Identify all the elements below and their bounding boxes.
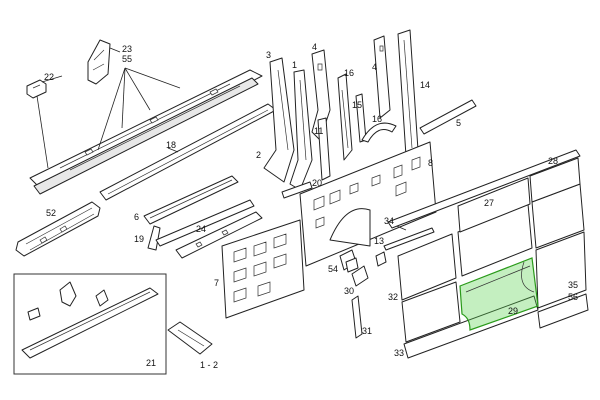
- part-13-strip: [383, 227, 435, 251]
- inset-frame-21: [13, 273, 167, 375]
- callout-33: 33: [394, 348, 404, 358]
- callout-29: 29: [508, 306, 518, 316]
- leader-55-c: [124, 67, 151, 111]
- callout-55: 55: [122, 54, 132, 64]
- callout-13: 13: [374, 236, 384, 246]
- part-54-bracket: [339, 249, 359, 273]
- callout-4-right: 4: [372, 62, 377, 72]
- callout-16: 16: [344, 68, 354, 78]
- callout-6: 6: [134, 212, 139, 222]
- part-28-top-rail: [387, 149, 581, 229]
- part-16-clip: [375, 251, 387, 267]
- part-5-rail: [419, 99, 477, 135]
- callout-34: 34: [384, 216, 394, 226]
- inset-sill-assembly: [21, 281, 159, 359]
- callout-1-2: 1 - 2: [200, 360, 218, 370]
- part-20-piece: [281, 181, 313, 199]
- callout-7: 7: [214, 278, 219, 288]
- callout-14: 14: [420, 80, 430, 90]
- callout-3: 3: [266, 50, 271, 60]
- callout-21: 21: [146, 358, 156, 368]
- callout-24: 24: [196, 224, 206, 234]
- part-1-2-cover: [167, 321, 213, 355]
- part-14-pillar: [397, 29, 419, 157]
- part-11-pillar: [317, 117, 331, 181]
- part-1-pillar: [289, 69, 313, 191]
- callout-15: 15: [352, 100, 362, 110]
- callout-18: 18: [166, 140, 176, 150]
- callout-54: 54: [328, 264, 338, 274]
- part-24-member: [175, 211, 263, 259]
- part-4-pillar-right: [373, 35, 391, 119]
- leader-23: [109, 47, 121, 53]
- part-52-sill: [15, 201, 101, 257]
- callout-5: 5: [456, 118, 461, 128]
- callout-52: 52: [46, 208, 56, 218]
- leader-18: [167, 147, 179, 153]
- part-19-bracket: [147, 199, 255, 251]
- part-29-highlighted-panel: [459, 257, 539, 331]
- part-33-bottom-strip: [403, 293, 589, 359]
- callout-11: 11: [314, 126, 323, 136]
- part-35-lower-right: [535, 231, 587, 309]
- part-arch-16: [361, 122, 397, 143]
- callout-20: 20: [312, 178, 322, 188]
- leader-22-vertical: [36, 95, 49, 169]
- callout-35: 35: [568, 280, 578, 290]
- callout-19: 19: [134, 234, 144, 244]
- part-3-pillar: [263, 57, 295, 183]
- callout-8: 8: [428, 158, 433, 168]
- part-32-lower-left: [401, 281, 461, 343]
- part-22-bracket: [26, 79, 47, 99]
- callout-4-mid: 4: [312, 42, 317, 52]
- callout-31: 31: [362, 326, 372, 336]
- leader-55-a: [97, 67, 126, 151]
- callout-27: 27: [484, 198, 494, 208]
- part-16-pillar: [337, 73, 353, 161]
- part-sill-assembly: [29, 69, 263, 195]
- callout-30: 30: [344, 286, 354, 296]
- part-31-strip: [351, 295, 363, 339]
- part-7-panel: [221, 219, 305, 319]
- callout-32: 32: [388, 292, 398, 302]
- part-30-bracket: [351, 265, 369, 287]
- leader-55-d: [124, 67, 181, 89]
- callout-16-arch: 16: [372, 114, 382, 124]
- part-27-top-panel: [457, 157, 581, 233]
- callout-1: 1: [292, 60, 297, 70]
- part-27-upper-panel: [397, 183, 585, 301]
- callout-28: 28: [548, 156, 558, 166]
- leader-22: [41, 75, 63, 83]
- callout-23: 23: [122, 44, 132, 54]
- part-6-rail: [143, 175, 239, 225]
- callout-22: 22: [44, 72, 54, 82]
- part-23-pillar: [87, 39, 111, 85]
- leader-55-b: [121, 67, 126, 129]
- callout-56: 56: [568, 292, 578, 302]
- part-8-inner-panel: [299, 141, 437, 267]
- callout-2: 2: [256, 150, 261, 160]
- callout-labels: 22 23 55 18 52 6 19 24 3 1 4 2 11 16 15 …: [44, 42, 578, 370]
